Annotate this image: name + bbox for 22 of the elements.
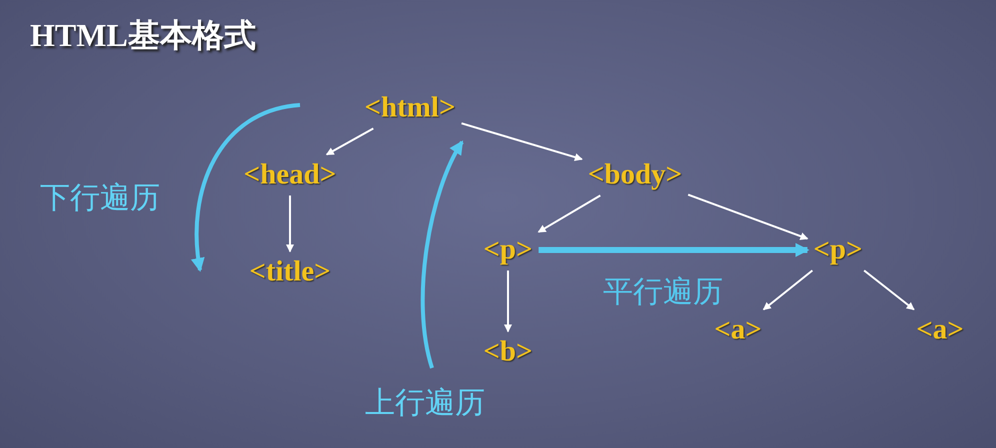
tag-label: <html> bbox=[362, 92, 458, 124]
arrow bbox=[688, 194, 808, 240]
arrow bbox=[762, 270, 813, 310]
traversal-label: 上行遍历 bbox=[365, 384, 485, 422]
arrow bbox=[538, 243, 810, 257]
arrow bbox=[326, 128, 374, 156]
arrow bbox=[286, 196, 294, 252]
arrow bbox=[504, 270, 512, 332]
arrow bbox=[864, 270, 915, 310]
tag-label: <title> bbox=[247, 256, 333, 288]
edge-label: 平行遍历 bbox=[603, 274, 723, 312]
arrow bbox=[538, 194, 601, 233]
tag-label: <p> bbox=[481, 234, 535, 266]
tag-label: <p> bbox=[811, 234, 865, 266]
tag-label: <b> bbox=[481, 336, 535, 368]
tag-label: <head> bbox=[242, 158, 338, 192]
traversal-label: 下行遍历 bbox=[40, 180, 160, 218]
arrow bbox=[461, 122, 583, 161]
tag-label: <a> bbox=[914, 314, 966, 346]
tag-label: <a> bbox=[712, 314, 764, 346]
slide-title: HTML基本格式 bbox=[30, 16, 256, 55]
tag-label: <body> bbox=[586, 158, 684, 192]
